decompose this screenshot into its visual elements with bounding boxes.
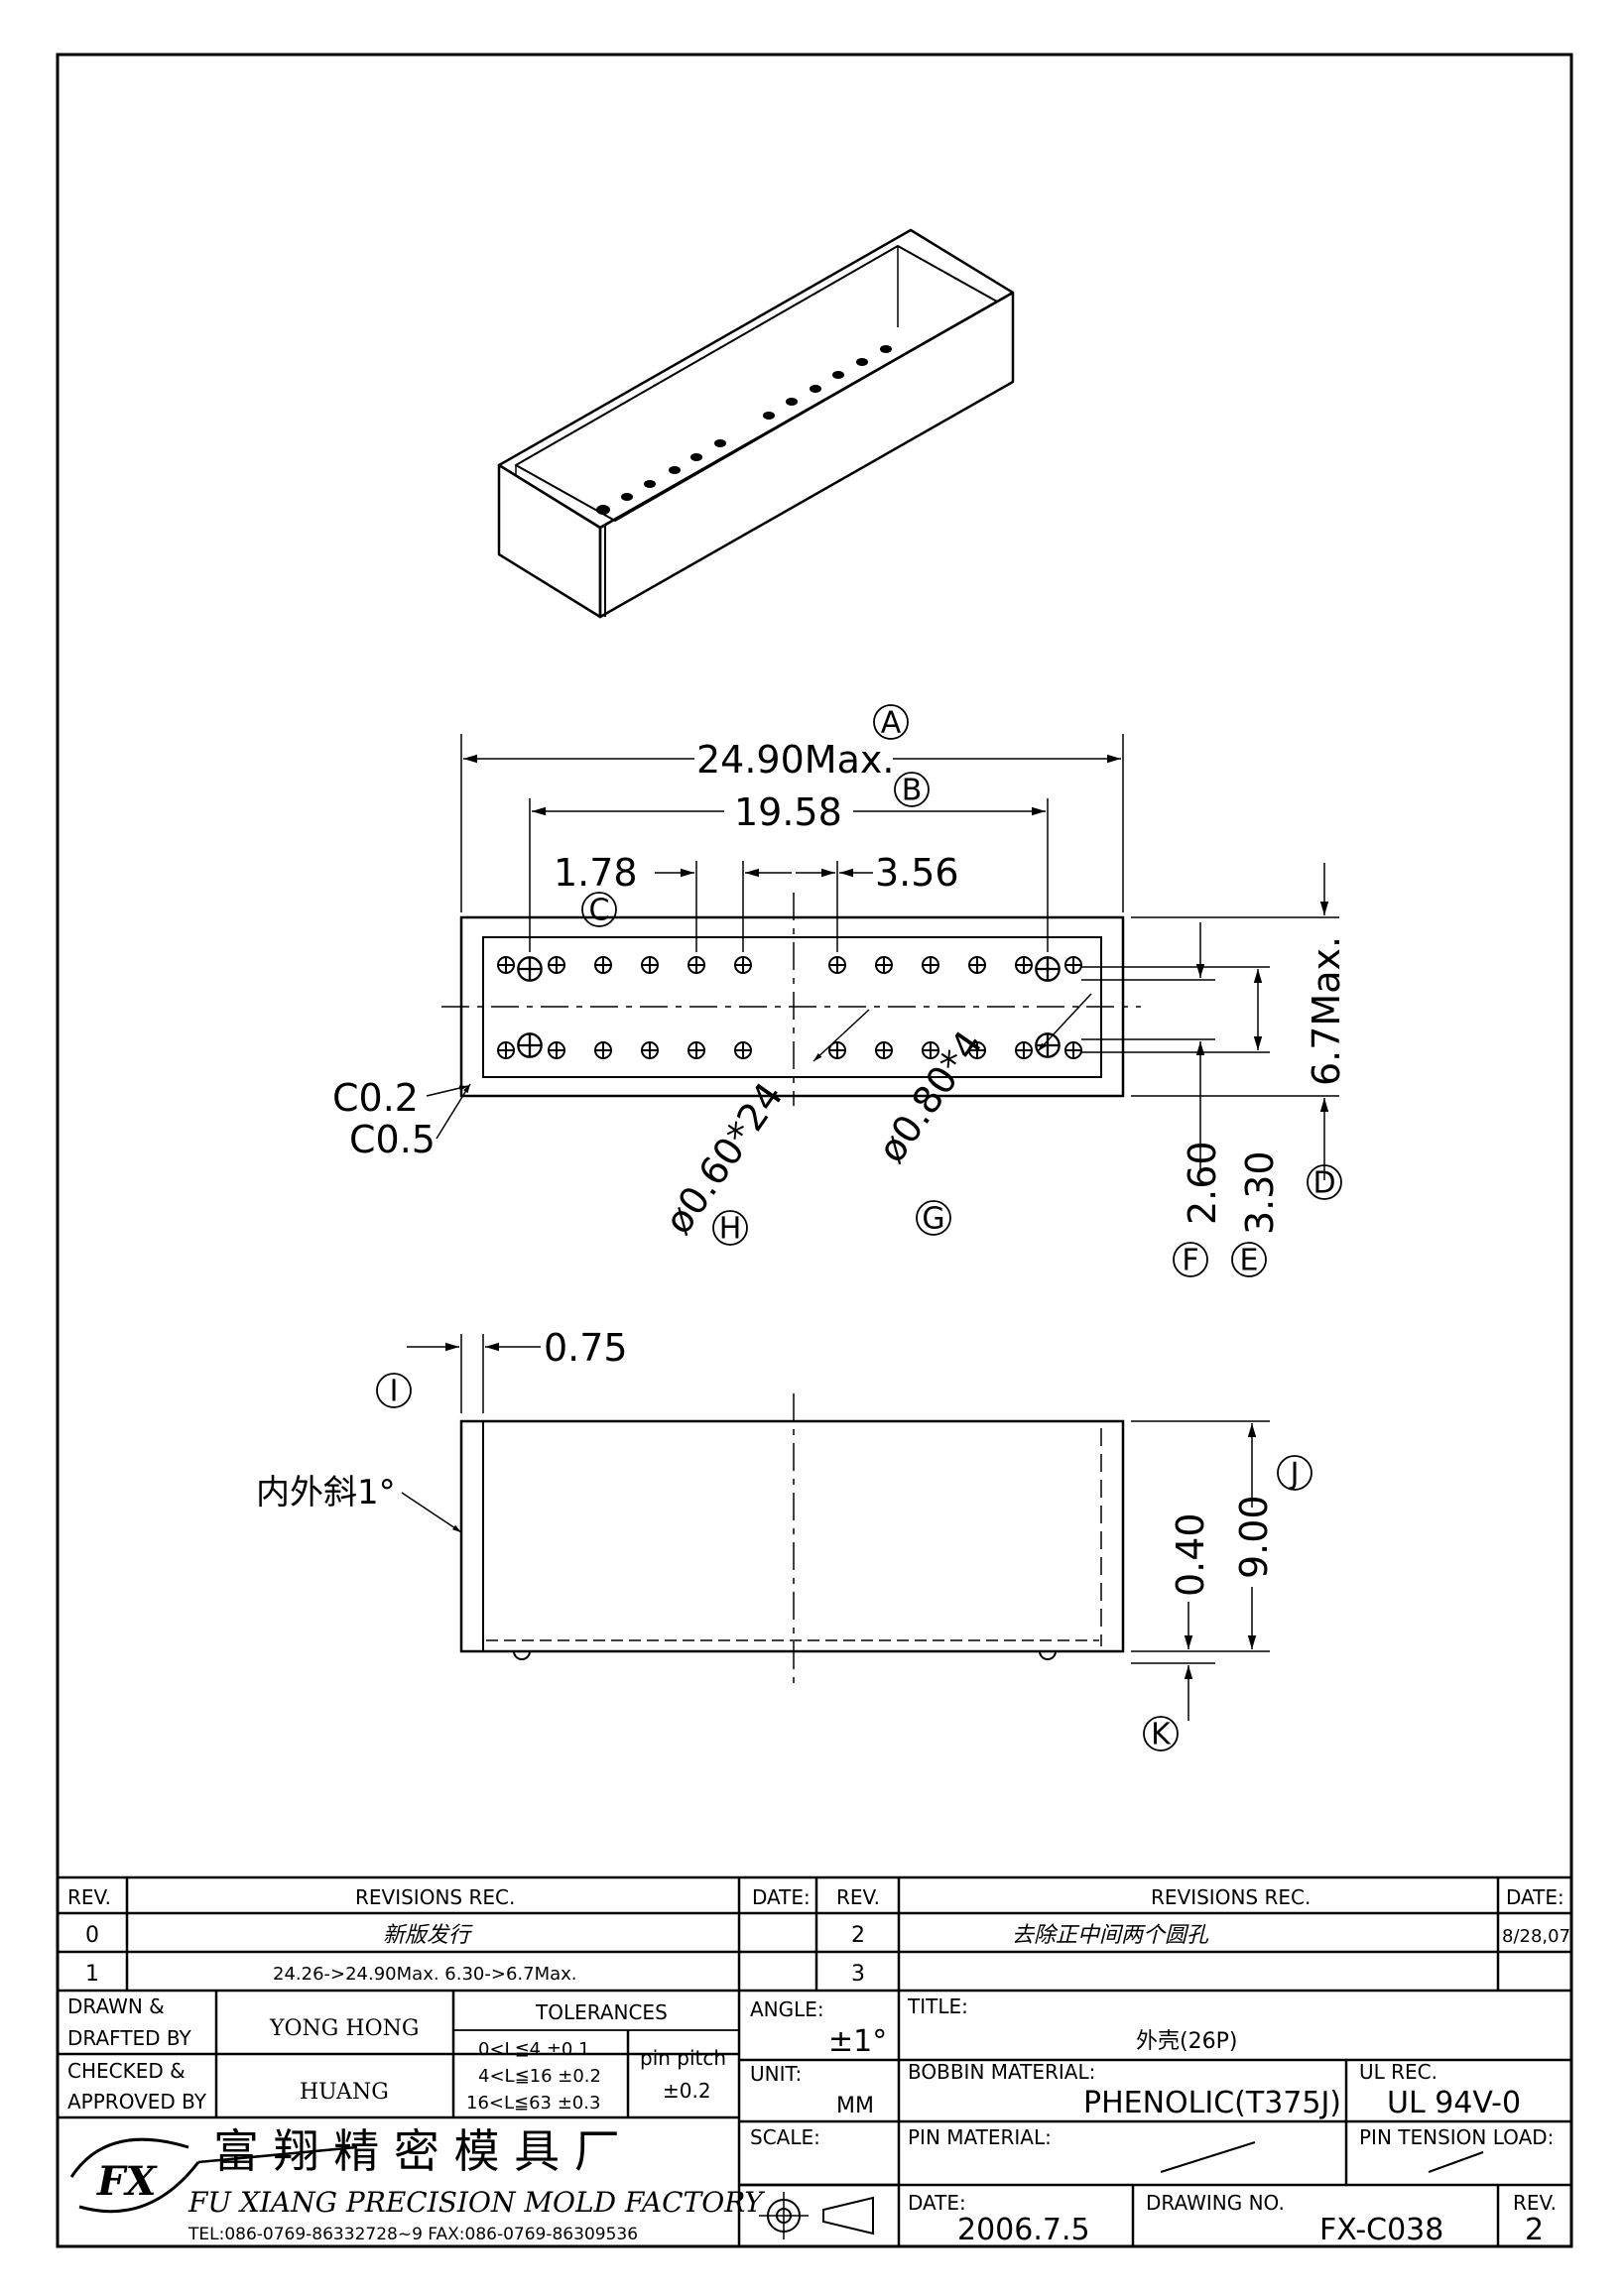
company-name-cn: 富 翔 精 密 模 具 厂: [213, 2124, 620, 2178]
date-label: DATE:: [908, 2191, 966, 2215]
dim-178-text: 1.78: [554, 851, 638, 895]
label-e: E: [1231, 1242, 1267, 1278]
svg-text:J: J: [1289, 1457, 1300, 1492]
label-b: B: [894, 772, 930, 808]
svg-text:F: F: [1182, 1244, 1198, 1278]
dim-a-text: 24.90Max.: [696, 738, 894, 782]
rev-2-number: 2: [851, 1923, 865, 1948]
rev-0-number: 0: [85, 1923, 99, 1948]
label-h: H: [712, 1210, 748, 1247]
rev-2-text: 去除正中间两个圆孔: [1012, 1923, 1209, 1948]
checked-label-1: CHECKED &: [67, 2059, 186, 2083]
dim-f-text: 2.60: [1181, 1141, 1224, 1225]
angle-label: ANGLE:: [750, 1997, 824, 2021]
label-f: F: [1173, 1242, 1208, 1278]
drawing-no-label: DRAWING NO.: [1146, 2191, 1285, 2215]
sheet-border: [56, 53, 1573, 2248]
title-value: 外壳(26P): [1136, 2029, 1237, 2054]
dim-c05-text: C0.5: [349, 1118, 436, 1161]
dim-356-text: 3.56: [875, 851, 959, 895]
svg-text:I: I: [390, 1375, 399, 1409]
svg-text:C: C: [589, 894, 610, 928]
pin-pitch-value: ±0.2: [663, 2079, 711, 2103]
side-view: [401, 1334, 1270, 1721]
dim-900-text: 9.00: [1232, 1495, 1276, 1579]
svg-text:G: G: [922, 1202, 944, 1237]
svg-text:H: H: [719, 1212, 742, 1247]
top-view: [426, 734, 1339, 1180]
angle-value: ±1°: [828, 2024, 887, 2059]
bobbin-material-value: PHENOLIC(T375J): [1083, 2086, 1341, 2120]
svg-text:A: A: [881, 706, 902, 741]
dim-075-text: 0.75: [544, 1326, 628, 1370]
label-d: D: [1307, 1164, 1342, 1201]
rev-header-left: REV.: [67, 1885, 111, 1909]
date-header-left: DATE:: [752, 1885, 811, 1909]
isometric-view: [497, 228, 1015, 619]
tolerances-label: TOLERANCES: [535, 2000, 668, 2024]
company-name-en: FU XIANG PRECISION MOLD FACTORY: [187, 2186, 765, 2219]
revisions-header-right: REVISIONS REC.: [1151, 1885, 1311, 1909]
rev-1-number: 1: [85, 1962, 99, 1987]
drawn-label-1: DRAWN &: [67, 1994, 165, 2018]
label-c: C: [581, 892, 617, 928]
rev-3-number: 3: [851, 1962, 865, 1987]
company-contact: TEL:086-0769-86332728~9 FAX:086-0769-863…: [187, 2225, 638, 2244]
rev-value: 2: [1525, 2213, 1544, 2247]
label-k: K: [1143, 1716, 1179, 1752]
label-g: G: [916, 1200, 951, 1237]
slope-note: 内外斜1°: [256, 1473, 396, 1512]
svg-text:K: K: [1151, 1718, 1172, 1752]
rev-0-text: 新版发行: [383, 1923, 473, 1948]
title-block: [58, 1875, 1571, 2246]
dim-b-text: 19.58: [734, 790, 842, 834]
dim-040-text: 0.40: [1169, 1512, 1212, 1597]
dim-d-text: 6.7Max.: [1305, 936, 1348, 1086]
pin-material-label: PIN MATERIAL:: [908, 2125, 1052, 2149]
company-logo: [69, 2137, 358, 2214]
tolerance-row-3: 16<L≦63 ±0.3: [466, 2093, 600, 2114]
date-value: 2006.7.5: [957, 2213, 1090, 2247]
bobbin-material-label: BOBBIN MATERIAL:: [908, 2060, 1095, 2084]
date-header-right: DATE:: [1506, 1885, 1564, 1909]
drawn-label-2: DRAFTED BY: [67, 2026, 192, 2050]
svg-text:D: D: [1312, 1166, 1335, 1201]
drawn-by-value: YONG HONG: [269, 2016, 419, 2041]
rev-header-right: REV.: [836, 1885, 880, 1909]
label-a: A: [873, 704, 909, 741]
label-i: I: [376, 1373, 412, 1409]
dim-c02-text: C0.2: [332, 1076, 419, 1120]
label-j: J: [1277, 1455, 1312, 1492]
unit-label: UNIT:: [750, 2062, 802, 2086]
drawing-no-value: FX-C038: [1319, 2213, 1443, 2247]
svg-text:B: B: [902, 774, 923, 808]
ul-rec-value: UL 94V-0: [1387, 2086, 1521, 2120]
checked-by-value: HUANG: [300, 2080, 389, 2105]
dim-e-text: 3.30: [1238, 1150, 1282, 1235]
tolerance-row-2: 4<L≦16 ±0.2: [478, 2066, 601, 2087]
rev-2-date: 8/28,07: [1502, 1926, 1570, 1947]
ul-rec-label: UL REC.: [1359, 2060, 1437, 2084]
pin-pitch-label: pin pitch: [640, 2046, 726, 2070]
iso-pin-holes: [596, 345, 892, 515]
rev-1-text: 24.26->24.90Max. 6.30->6.7Max.: [273, 1964, 577, 1985]
scale-label: SCALE:: [750, 2125, 820, 2149]
svg-text:E: E: [1240, 1244, 1259, 1278]
tolerance-row-1: 0<L≦4 ±0.1: [478, 2039, 590, 2060]
pin-tension-label: PIN TENSION LOAD:: [1359, 2125, 1554, 2149]
unit-value: MM: [836, 2094, 874, 2118]
revisions-header-left: REVISIONS REC.: [355, 1885, 515, 1909]
rev-label: REV.: [1513, 2191, 1557, 2215]
checked-label-2: APPROVED BY: [67, 2090, 207, 2114]
title-label: TITLE:: [907, 1994, 968, 2018]
logo-text: FX: [96, 2158, 158, 2205]
